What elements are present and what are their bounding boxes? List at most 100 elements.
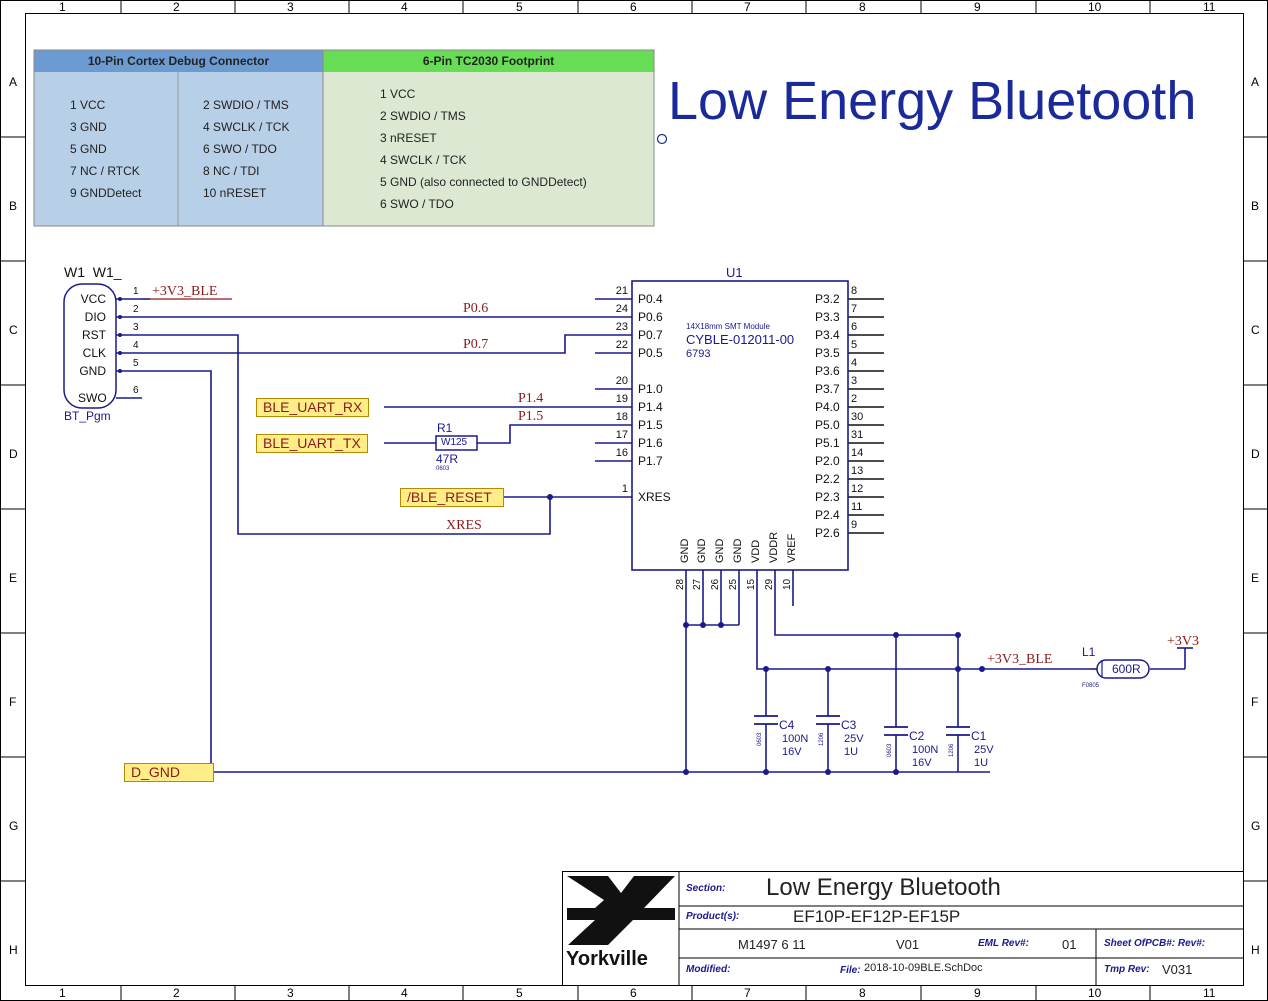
u1-pin-name: P1.7 (638, 454, 663, 468)
u1-pin-name: P3.6 (815, 364, 840, 378)
connector-pin-name: SWO (78, 391, 107, 405)
ruler-col-bottom: 7 (744, 986, 751, 1000)
tmp-rev-label: Tmp Rev: (1104, 964, 1150, 975)
ruler-row-left: D (9, 447, 18, 461)
u1-pin-number: 22 (615, 339, 628, 351)
debug-table-cell: 1 VCC (380, 87, 416, 101)
l1-value: 600R (1112, 662, 1141, 676)
u1-pin-number: 8 (851, 285, 858, 297)
ruler-row-left: H (9, 943, 18, 957)
connector-pin-name: VCC (80, 292, 106, 306)
u1-pin-name: P3.5 (815, 346, 840, 360)
ruler-col-top: 2 (173, 0, 180, 14)
u1-pin-number: 5 (851, 339, 858, 351)
capacitor-ref: C3 (841, 718, 857, 732)
eml-rev-value: 01 (1062, 937, 1077, 952)
u1-pin-name: P0.6 (638, 310, 663, 324)
ruler-col-top: 10 (1088, 0, 1102, 14)
u1-pin-number: 26 (710, 578, 721, 590)
u1-pin-number: 20 (615, 375, 628, 387)
debug-table-cell: 6 SWO / TDO (380, 197, 454, 211)
page-title: Low Energy Bluetooth (668, 71, 1197, 131)
capacitor-ref: C4 (779, 718, 795, 732)
r1-package: W125 (441, 437, 468, 448)
connector-pin-name: CLK (82, 346, 106, 360)
capacitor-voltage: 16V (912, 757, 932, 769)
u1-pin-name: P3.7 (815, 382, 840, 396)
u1-code: 6793 (686, 348, 711, 360)
tmp-rev-value: V031 (1162, 962, 1193, 977)
connector-pin-number: 6 (133, 385, 139, 396)
capacitor-size: 0603 (887, 743, 893, 757)
u1-pin-number: 27 (692, 578, 703, 590)
u1-pin-name: P0.4 (638, 292, 663, 306)
debug-table-cell: 3 GND (70, 120, 107, 134)
port-uart-rx: BLE_UART_RX (256, 398, 370, 417)
capacitor-value: 100N (912, 744, 939, 756)
product-label: Product(s): (686, 911, 740, 922)
u1-pin-name: GND (679, 538, 691, 563)
u1-pin-number: 18 (615, 411, 628, 423)
capacitor-voltage: 16V (782, 746, 802, 758)
ruler-row-right: G (1251, 819, 1261, 833)
debug-table-cell: 8 NC / TDI (203, 164, 260, 178)
u1-pin-number: 28 (675, 578, 686, 590)
modified-label: Modified: (686, 964, 731, 975)
u1-pin-name: P4.0 (815, 400, 840, 414)
port-uart-tx: BLE_UART_TX (256, 434, 368, 453)
capacitor-size: 1206 (819, 732, 825, 746)
ruler-col-bottom: 8 (859, 986, 866, 1000)
u1-pin-name: P1.4 (638, 400, 663, 414)
u1-pin-number: 3 (851, 375, 858, 387)
debug-table-cell: 1 VCC (70, 98, 106, 112)
ruler-col-top: 8 (859, 0, 866, 14)
ruler-col-top: 5 (516, 0, 523, 14)
u1-ref: U1 (726, 265, 743, 280)
u1-pin-name: VREF (786, 533, 798, 563)
yorkville-logo (567, 876, 675, 945)
ruler-col-bottom: 3 (287, 986, 294, 1000)
u1-pin-name: P0.5 (638, 346, 663, 360)
connector-pin-number: 2 (133, 304, 139, 315)
connector-pin-name: DIO (84, 310, 106, 324)
u1-pin-number: 31 (851, 429, 864, 441)
capacitor-value: 25V (974, 744, 994, 756)
u1-pin-number: 2 (851, 393, 858, 405)
sheet-label: Sheet OfPCB#: Rev#: (1104, 938, 1206, 949)
debug-table-cell: 7 NC / RTCK (70, 164, 140, 178)
debug-table-cell: 5 GND (70, 142, 107, 156)
ruler-col-bottom: 1 (59, 986, 66, 1000)
connector-pin-number: 1 (133, 286, 139, 297)
debug-table-cell: 2 SWDIO / TMS (203, 98, 289, 112)
ruler-col-bottom: 5 (516, 986, 523, 1000)
debug-table-cell: 10 nRESET (203, 186, 267, 200)
u1-pin-name: GND (696, 538, 708, 563)
section-label: Section: (686, 883, 726, 894)
net-label-p07: P0.7 (463, 337, 489, 352)
u1-pin-number: 17 (615, 429, 628, 441)
ruler-col-top: 11 (1203, 0, 1216, 14)
u1-pin-name: P2.3 (815, 490, 840, 504)
ruler-col-top: 7 (744, 0, 751, 14)
debug-table-cell: 6 SWO / TDO (203, 142, 277, 156)
debug-table-cell: 4 SWCLK / TCK (380, 153, 467, 167)
ruler-col-bottom: 2 (173, 986, 180, 1000)
capacitor-voltage: 1U (844, 746, 859, 758)
product-value: EF10P-EF12P-EF15P (793, 907, 961, 926)
capacitor-voltage: 1U (974, 757, 989, 769)
u1-pin-name: P3.4 (815, 328, 840, 342)
u1-pin-name: P5.0 (815, 418, 840, 432)
u1-pin-number: 24 (615, 303, 628, 315)
net-label-3v3-ble-2: +3V3_BLE (987, 652, 1053, 667)
u1-pin-number: 12 (851, 483, 864, 495)
ruler-col-top: 6 (630, 0, 637, 14)
connector-pin-number: 4 (133, 340, 139, 351)
u1-pin-number: 14 (851, 447, 864, 459)
ruler-col-top: 3 (287, 0, 294, 14)
ruler-row-right: D (1251, 447, 1260, 461)
u1-pin-name: P1.6 (638, 436, 663, 450)
capacitor-size: 1206 (949, 743, 955, 757)
ruler-row-left: F (9, 695, 17, 709)
ruler-row-left: G (9, 819, 19, 833)
